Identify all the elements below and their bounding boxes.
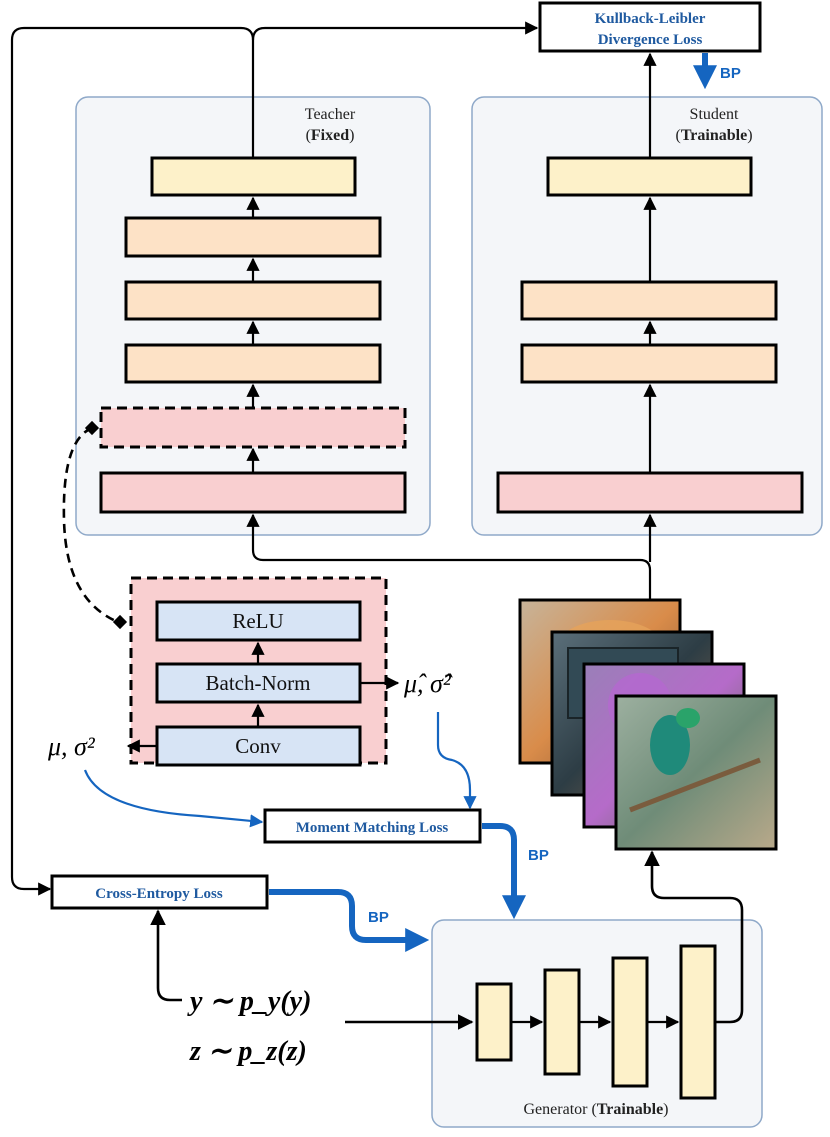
relu-label: ReLU	[232, 609, 283, 633]
student-layer-3	[520, 280, 778, 321]
kl-bp-label: BP	[720, 65, 741, 82]
teacher-output-layer	[150, 156, 357, 197]
batch-stats-label: μ̂, σ̂²	[403, 669, 453, 698]
moment-loss-box	[263, 808, 482, 844]
kl-loss-label-2: Divergence Loss	[598, 32, 703, 48]
batch-stats-to-moment-arrow	[436, 712, 477, 810]
y-sample-label: y ∼ p_y(y)	[187, 986, 311, 1017]
student-layer-2	[520, 343, 778, 384]
moment-loss-label: Moment Matching Loss	[296, 820, 449, 836]
teacher-input-layer	[99, 471, 407, 514]
cross-entropy-box	[50, 874, 269, 910]
generator-layer-2	[543, 968, 581, 1076]
generator-layer-4	[679, 944, 717, 1100]
generator-to-images-arrow	[644, 850, 744, 1024]
generator-layer-3	[611, 956, 649, 1088]
generator-title: Generator (Trainable)	[524, 1101, 669, 1118]
teacher-layer-5	[124, 216, 382, 258]
ce-bp-arrow	[269, 889, 430, 952]
student-output-layer	[546, 156, 753, 197]
running-stats-label: μ, σ²	[47, 732, 96, 761]
student-input-layer	[496, 471, 804, 514]
moment-bp-label: BP	[528, 847, 549, 864]
teacher-status: (Fixed)	[306, 127, 355, 144]
diamond-connector-icon	[84, 420, 100, 436]
teacher-layer-4	[124, 280, 382, 321]
y-to-ce-arrow	[150, 909, 182, 1002]
student-title: Student	[690, 106, 739, 123]
teacher-bn-layer	[99, 406, 407, 449]
generator-layer-1	[475, 982, 513, 1062]
bn-detail-connector	[62, 426, 119, 624]
running-stats-to-moment-arrow	[83, 769, 264, 828]
batchnorm-label: Batch-Norm	[206, 671, 311, 695]
kl-loss-label-1: Kullback-Leibler	[595, 11, 706, 27]
relu-box	[155, 600, 362, 642]
images-to-models-arrow	[246, 513, 652, 600]
student-status: (Trainable)	[675, 127, 752, 144]
teacher-layer-3	[124, 343, 382, 384]
z-sample-label: z ∼ p_z(z)	[189, 1036, 307, 1067]
conv-label: Conv	[235, 734, 281, 758]
teacher-to-ce-arrow	[10, 26, 255, 896]
ce-bp-label: BP	[368, 909, 389, 926]
image-sample-icon	[614, 694, 778, 851]
kl-loss-box	[538, 1, 762, 53]
diamond-connector-icon	[112, 614, 128, 630]
teacher-title: Teacher	[305, 106, 356, 123]
moment-bp-arrow	[482, 823, 526, 920]
cross-entropy-label: Cross-Entropy Loss	[95, 886, 223, 902]
